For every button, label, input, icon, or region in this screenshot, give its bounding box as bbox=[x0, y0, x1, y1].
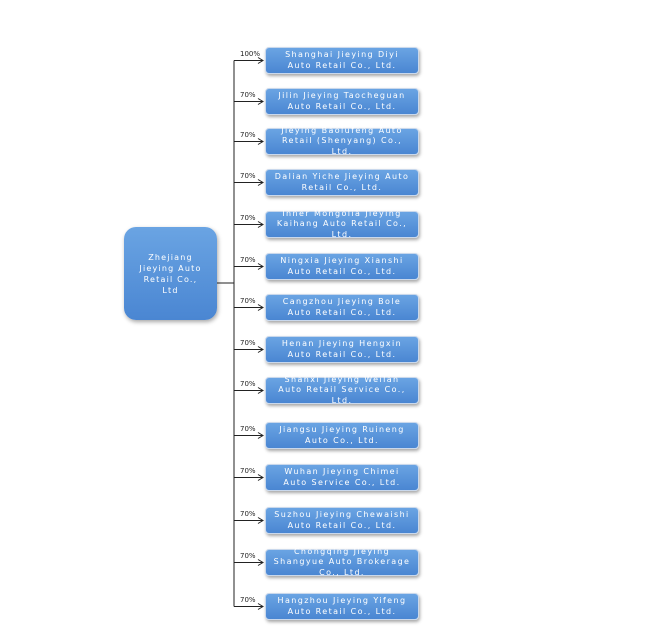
ownership-percentage: 70% bbox=[240, 379, 256, 388]
arrow-head bbox=[257, 304, 264, 311]
subsidiary-name: Jiangsu Jieying Ruineng Auto Co., Ltd. bbox=[279, 425, 405, 445]
ownership-percentage: 100% bbox=[240, 49, 261, 58]
ownership-percentage: 70% bbox=[240, 551, 256, 560]
arrow-head bbox=[257, 603, 264, 610]
arrow-head bbox=[257, 98, 264, 105]
ownership-percentage: 70% bbox=[240, 255, 256, 264]
subsidiary-box: Jilin Jieying Taocheguan Auto Retail Co.… bbox=[265, 88, 419, 115]
arrow-head bbox=[257, 387, 264, 394]
arrow-head bbox=[257, 474, 264, 481]
subsidiary-box: Suzhou Jieying Chewaishi Auto Retail Co.… bbox=[265, 507, 419, 534]
subsidiary-name: Jilin Jieying Taocheguan Auto Retail Co.… bbox=[278, 91, 406, 111]
ownership-percentage: 70% bbox=[240, 213, 256, 222]
arrow-head bbox=[257, 179, 264, 186]
arrow-head bbox=[257, 559, 264, 566]
ownership-percentage: 70% bbox=[240, 90, 256, 99]
arrow-head bbox=[257, 138, 264, 145]
subsidiary-box: Henan Jieying Hengxin Auto Retail Co., L… bbox=[265, 336, 419, 363]
ownership-percentage: 70% bbox=[240, 466, 256, 475]
arrow-head bbox=[257, 221, 264, 228]
subsidiary-name: Jieying Baolufeng Auto Retail (Shenyang)… bbox=[281, 125, 403, 156]
subsidiary-box: Inner Mongolia Jieying Kaihang Auto Reta… bbox=[265, 208, 419, 239]
subsidiary-box: Cangzhou Jieying Bole Auto Retail Co., L… bbox=[265, 294, 419, 321]
subsidiary-name: Chongqing Jieying Shangyue Auto Brokerag… bbox=[273, 546, 411, 577]
arrow-head bbox=[257, 57, 264, 64]
ownership-percentage: 70% bbox=[240, 595, 256, 604]
subsidiary-box: Hangzhou Jieying Yifeng Auto Retail Co.,… bbox=[265, 593, 419, 620]
subsidiary-box: Shanxi Jieying Weilan Auto Retail Servic… bbox=[265, 374, 419, 405]
subsidiary-name: Ningxia Jieying Xianshi Auto Retail Co.,… bbox=[280, 256, 404, 276]
subsidiary-box: Ningxia Jieying Xianshi Auto Retail Co.,… bbox=[265, 253, 419, 280]
subsidiary-name: Dalian Yiche Jieying Auto Retail Co., Lt… bbox=[274, 172, 410, 192]
subsidiary-box: Chongqing Jieying Shangyue Auto Brokerag… bbox=[265, 546, 419, 577]
arrow-head bbox=[257, 517, 264, 524]
subsidiary-name: Henan Jieying Hengxin Auto Retail Co., L… bbox=[281, 339, 403, 359]
parent-company-name: Zhejiang Jieying Auto Retail Co., Ltd bbox=[139, 252, 202, 295]
subsidiary-name: Inner Mongolia Jieying Kaihang Auto Reta… bbox=[276, 208, 408, 239]
subsidiary-box: Jiangsu Jieying Ruineng Auto Co., Ltd. bbox=[265, 422, 419, 449]
subsidiary-name: Suzhou Jieying Chewaishi Auto Retail Co.… bbox=[274, 510, 410, 530]
ownership-percentage: 70% bbox=[240, 338, 256, 347]
arrow-head bbox=[257, 346, 264, 353]
arrow-head bbox=[257, 263, 264, 270]
subsidiary-name: Hangzhou Jieying Yifeng Auto Retail Co.,… bbox=[277, 596, 407, 616]
subsidiary-box: Wuhan Jieying Chimei Auto Service Co., L… bbox=[265, 464, 419, 491]
ownership-percentage: 70% bbox=[240, 130, 256, 139]
subsidiary-box: Shanghai Jieying Diyi Auto Retail Co., L… bbox=[265, 47, 419, 74]
subsidiary-name: Cangzhou Jieying Bole Auto Retail Co., L… bbox=[282, 297, 402, 317]
subsidiary-box: Jieying Baolufeng Auto Retail (Shenyang)… bbox=[265, 125, 419, 156]
arrow-head bbox=[257, 432, 264, 439]
subsidiary-box: Dalian Yiche Jieying Auto Retail Co., Lt… bbox=[265, 169, 419, 196]
ownership-percentage: 70% bbox=[240, 509, 256, 518]
subsidiary-name: Wuhan Jieying Chimei Auto Service Co., L… bbox=[283, 467, 401, 487]
parent-company-box: Zhejiang Jieying Auto Retail Co., Ltd bbox=[124, 227, 217, 320]
ownership-percentage: 70% bbox=[240, 424, 256, 433]
subsidiary-name: Shanxi Jieying Weilan Auto Retail Servic… bbox=[278, 374, 406, 405]
subsidiary-name: Shanghai Jieying Diyi Auto Retail Co., L… bbox=[285, 50, 399, 70]
ownership-percentage: 70% bbox=[240, 296, 256, 305]
ownership-percentage: 70% bbox=[240, 171, 256, 180]
